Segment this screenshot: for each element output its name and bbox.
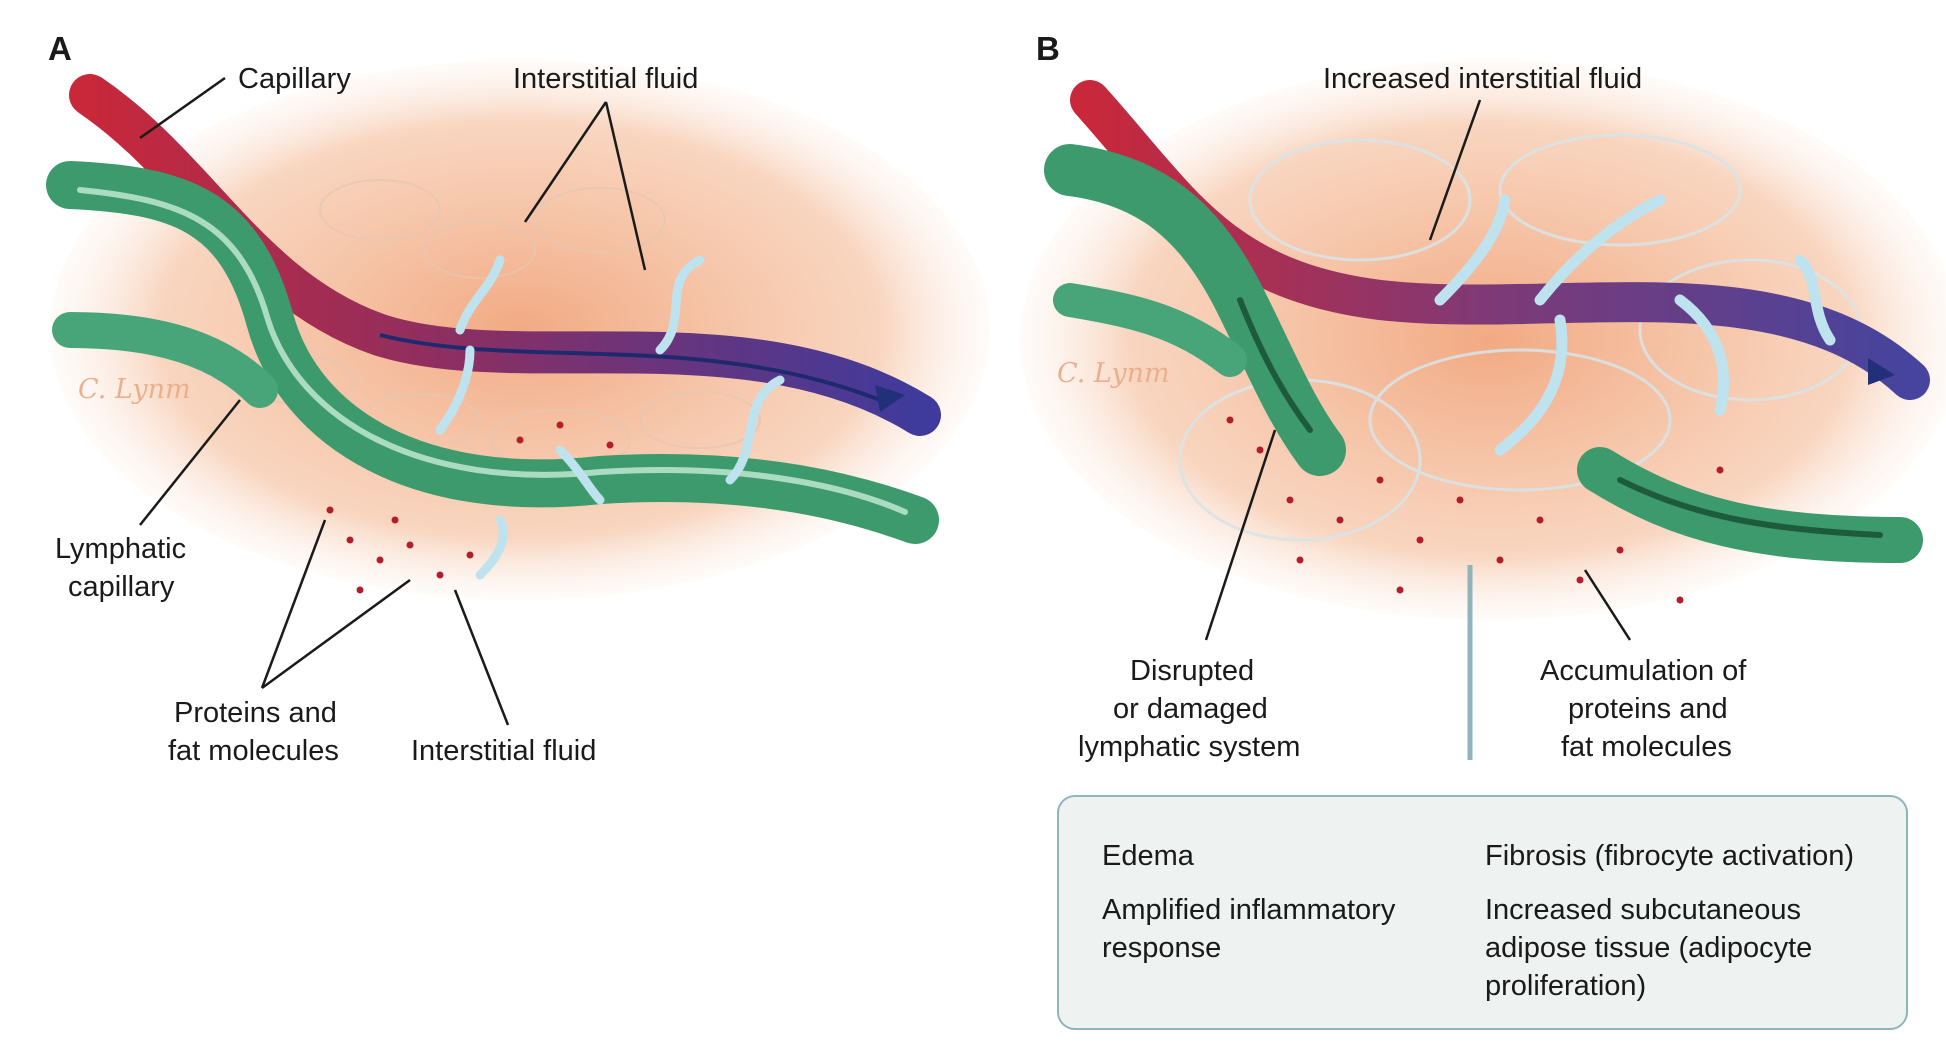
label-interstitial-fluid-top: Interstitial fluid	[513, 60, 698, 98]
effect-fibrosis: Fibrosis (fibrocyte activation)	[1485, 837, 1854, 875]
panel-b-signature: C. Lynm	[1057, 358, 1170, 389]
label-increased-interstitial-fluid: Increased interstitial fluid	[1323, 60, 1642, 98]
label-interstitial-fluid-bottom: Interstitial fluid	[411, 732, 596, 770]
panel-a-signature: C. Lynm	[78, 374, 191, 405]
label-accumulation-3: fat molecules	[1561, 728, 1732, 766]
label-disrupted-1: Disrupted	[1130, 652, 1254, 690]
label-accumulation-2: proteins and	[1568, 690, 1728, 728]
label-proteins-1: Proteins and	[174, 694, 337, 732]
panel-b-letter: B	[1036, 30, 1060, 68]
label-proteins-2: fat molecules	[168, 732, 339, 770]
effect-adipose-2: adipose tissue (adipocyte	[1485, 929, 1812, 967]
label-lymphatic-capillary-2: capillary	[68, 568, 174, 606]
label-accumulation-1: Accumulation of	[1540, 652, 1746, 690]
effect-adipose-1: Increased subcutaneous	[1485, 891, 1801, 929]
label-lymphatic-capillary-1: Lymphatic	[55, 530, 186, 568]
effect-edema: Edema	[1102, 837, 1194, 875]
effect-inflammatory-1: Amplified inflammatory	[1102, 891, 1395, 929]
effect-adipose-3: proliferation)	[1485, 967, 1646, 1005]
label-disrupted-2: or damaged	[1113, 690, 1268, 728]
label-disrupted-3: lymphatic system	[1078, 728, 1300, 766]
label-capillary: Capillary	[238, 60, 351, 98]
effects-box: Edema Amplified inflammatory response Fi…	[1057, 795, 1908, 1030]
effect-inflammatory-2: response	[1102, 929, 1221, 967]
panel-a-letter: A	[48, 30, 72, 68]
